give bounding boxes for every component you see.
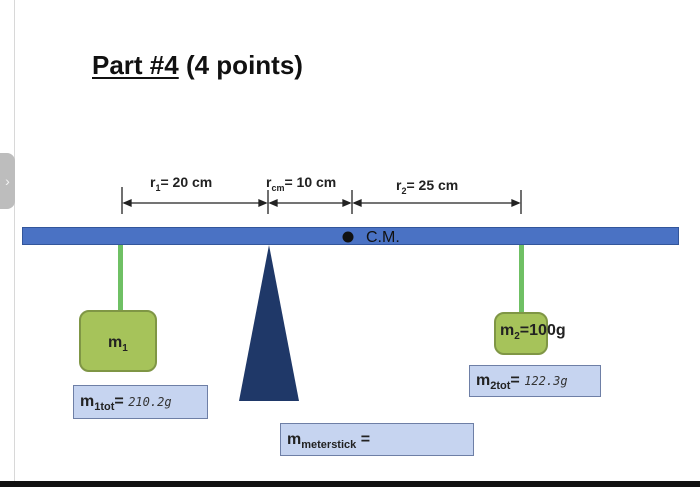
mmeterstick-box: mmeterstick = xyxy=(280,423,474,456)
title-points: (4 points) xyxy=(178,50,303,80)
m2tot-handwritten-value: 122.3g xyxy=(524,374,568,388)
bottom-edge xyxy=(0,481,700,487)
r2-arrow-right xyxy=(511,199,521,207)
m1-label: m1 xyxy=(108,334,128,355)
rcm-label: rcm= 10 cm xyxy=(266,174,337,193)
cm-label: C.M. xyxy=(366,229,400,246)
r2-arrow-left xyxy=(352,199,362,207)
m2-label: m2=100g xyxy=(500,322,566,343)
fulcrum xyxy=(239,245,299,401)
frame-border xyxy=(14,0,15,487)
side-panel-tab[interactable]: › xyxy=(0,153,15,209)
mass-m2 xyxy=(494,312,548,355)
title-part: Part #4 xyxy=(92,50,179,80)
chevron-right-icon: › xyxy=(5,173,10,189)
r1-arrow-left xyxy=(122,199,132,207)
rope-left xyxy=(118,245,123,311)
rcm-arrow-left xyxy=(268,199,278,207)
m2tot-box: m2tot= 122.3g xyxy=(469,365,601,397)
mass-m1: m1 xyxy=(79,310,157,372)
center-of-mass-dot xyxy=(342,231,354,243)
page-title: Part #4 (4 points) xyxy=(92,50,303,81)
r1-arrow-right xyxy=(258,199,268,207)
r2-label: r2= 25 cm xyxy=(396,177,459,196)
m1tot-handwritten-value: 210.2g xyxy=(128,395,172,409)
rcm-arrow-right xyxy=(342,199,352,207)
rope-right xyxy=(519,245,524,313)
r1-label: r1= 20 cm xyxy=(150,174,213,193)
m1tot-box: m1tot= 210.2g xyxy=(73,385,208,419)
